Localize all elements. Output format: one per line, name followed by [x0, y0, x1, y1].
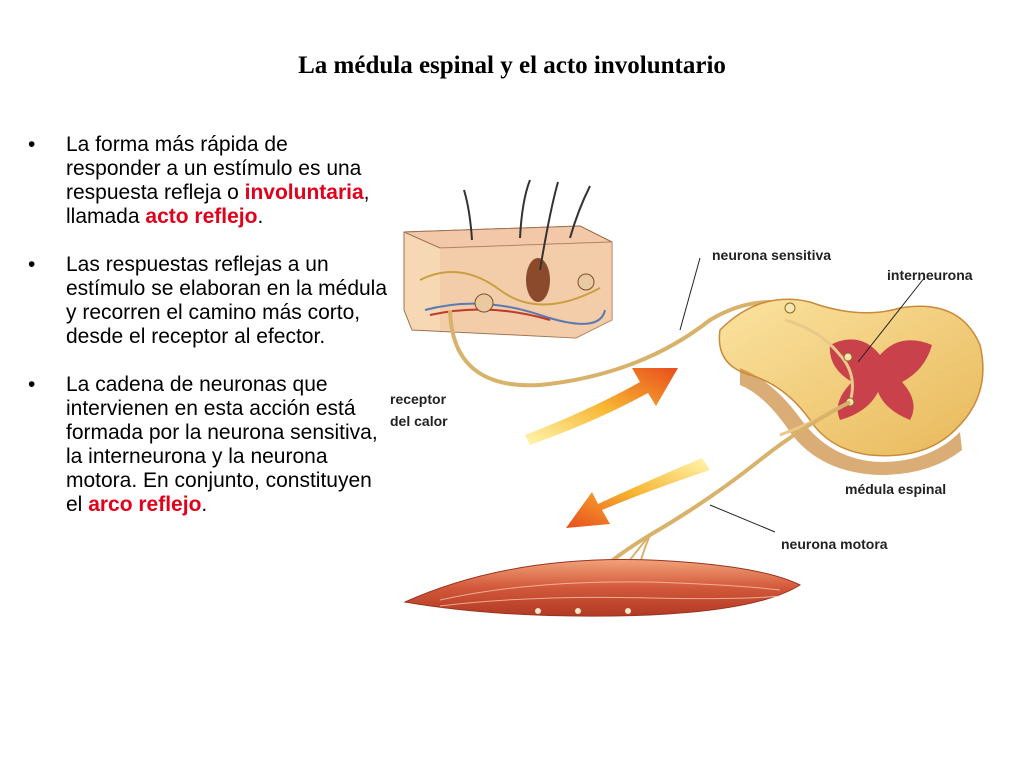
label-interneurona: interneurona [887, 267, 973, 283]
bullet-item: • Las respuestas reflejas a un estímulo s… [28, 253, 388, 349]
bullet-text-run: . [257, 205, 264, 228]
muscle [403, 559, 802, 617]
spinal-cord [718, 298, 984, 475]
bullet-item: • La forma más rápida de responder a un e… [28, 133, 388, 229]
bullet-text-run: Las respuestas reflejas a un estímulo se… [66, 253, 388, 348]
bullet-list: • La forma más rápida de responder a un e… [28, 133, 388, 541]
label-neurona-motora: neurona motora [781, 536, 888, 552]
label-medula-espinal: médula espinal [845, 481, 946, 497]
bullet-dot: • [28, 373, 36, 396]
sensory-neuron-fiber [448, 300, 851, 388]
bullet-text-run: . [201, 493, 208, 516]
bullet-text: La cadena de neuronas que intervienen en… [66, 373, 378, 516]
label-receptor-line2: del calor [390, 413, 448, 429]
response-arrow [566, 458, 710, 528]
stimulus-arrow [525, 368, 678, 445]
highlighted-term: acto reflejo [145, 205, 258, 228]
bullet-item: • La cadena de neuronas que intervienen e… [28, 373, 388, 517]
bullet-text: Las respuestas reflejas a un estímulo se… [66, 253, 387, 348]
skin-block [403, 179, 613, 339]
bullet-text-run: La forma más rápida de responder a un es… [66, 133, 362, 204]
bullet-text-run: La cadena de neuronas que intervienen en… [66, 373, 378, 516]
bullet-dot: • [28, 133, 36, 156]
bullet-dot: • [28, 253, 36, 276]
highlighted-term: involuntaria [244, 181, 364, 204]
reflex-arc-diagram: neurona sensitiva interneurona receptor … [390, 179, 984, 617]
bullet-text: La forma más rápida de responder a un es… [66, 133, 369, 228]
label-neurona-sensitiva: neurona sensitiva [712, 247, 831, 263]
slide-title: La médula espinal y el acto involuntario [298, 52, 726, 79]
highlighted-term: arco reflejo [88, 493, 202, 516]
label-receptor-line1: receptor [390, 391, 447, 407]
bullet-text-run: , llamada [66, 181, 370, 228]
